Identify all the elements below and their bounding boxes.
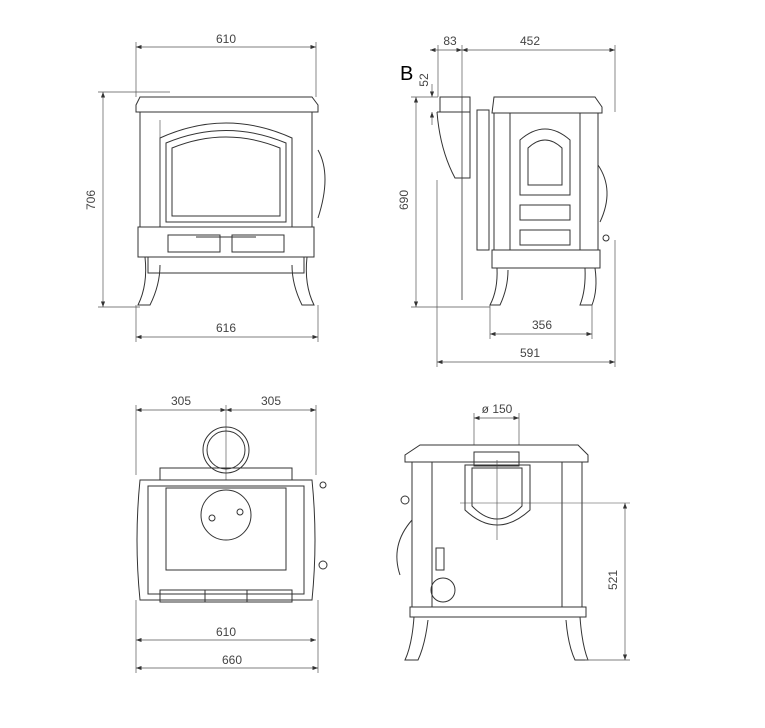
stove-side-outline <box>436 96 610 306</box>
stove-rear-outline <box>396 444 630 661</box>
dim-side-height: 690 <box>397 190 411 210</box>
dim-flue-diameter: ø 150 <box>482 402 513 416</box>
dim-flue-centre-height: 521 <box>606 570 620 590</box>
rear-view: ø 150 521 <box>396 402 630 661</box>
dim-left-half: 305 <box>171 394 191 408</box>
label-b: B <box>400 63 413 85</box>
dim-right-half: 305 <box>261 394 281 408</box>
top-view: 305 305 610 660 <box>135 394 328 673</box>
stove-top-outline <box>136 426 328 603</box>
dim-front-width-top: 610 <box>216 32 236 46</box>
dim-flue-height-offset: 52 <box>417 73 431 87</box>
dim-front-width-bottom: 616 <box>216 321 236 335</box>
dim-flue-to-back: 452 <box>520 34 540 48</box>
dim-inner-width: 610 <box>216 625 236 639</box>
dim-leg-span: 356 <box>532 318 552 332</box>
front-view: 610 706 616 <box>84 32 326 342</box>
stove-front-outline <box>135 96 326 306</box>
dim-front-height: 706 <box>84 190 98 210</box>
dim-flue-offset: 83 <box>443 34 457 48</box>
side-view: B 83 452 52 690 356 <box>397 34 616 367</box>
dim-overall-width: 660 <box>222 653 242 667</box>
dim-side-depth: 591 <box>520 346 540 360</box>
